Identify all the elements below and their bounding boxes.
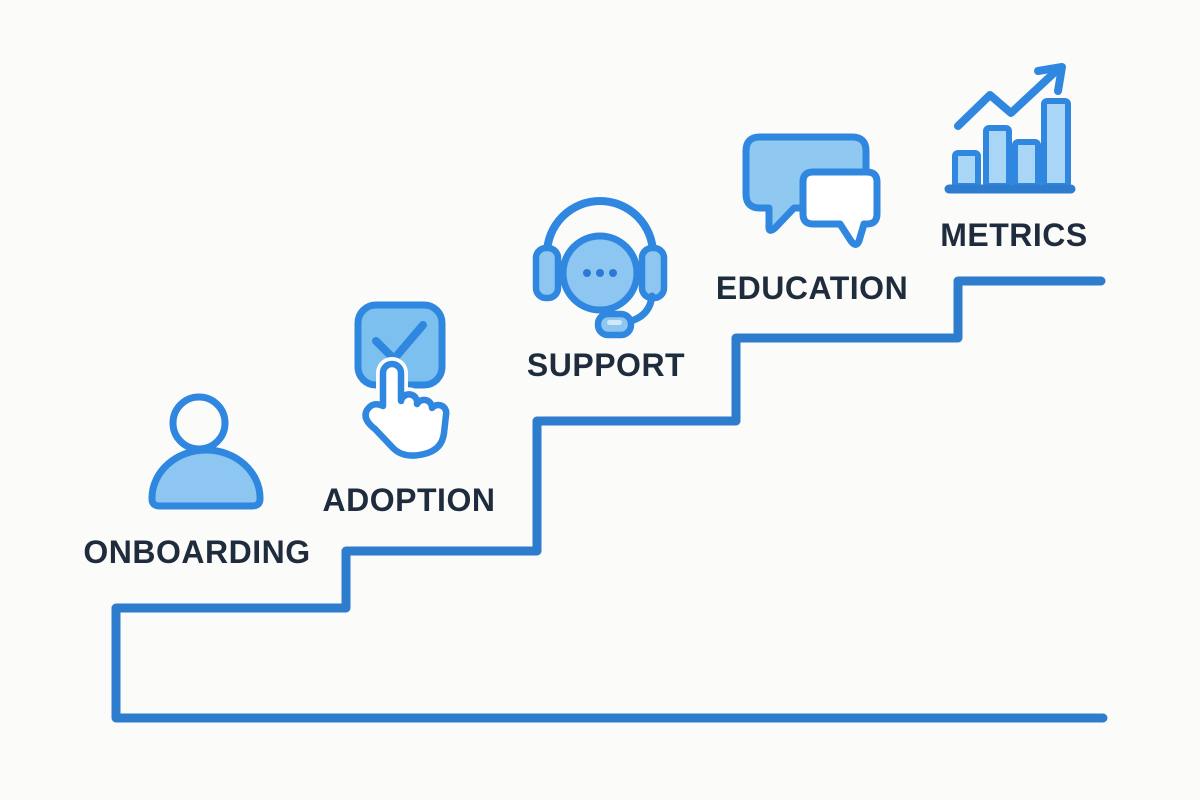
checkbox-tap-icon — [354, 301, 454, 463]
headset-agent-icon — [532, 197, 668, 339]
step-label-support: SUPPORT — [526, 347, 686, 383]
step-label-metrics: METRICS — [940, 217, 1088, 253]
growth-bar-chart-icon — [944, 63, 1076, 194]
step-label-adoption: ADOPTION — [322, 482, 496, 518]
user-icon — [148, 393, 264, 510]
step-label-education: EDUCATION — [715, 270, 909, 306]
step-label-onboarding: ONBOARDING — [83, 534, 311, 570]
staircase-line — [111, 276, 1108, 723]
speech-bubbles-icon — [742, 133, 881, 248]
